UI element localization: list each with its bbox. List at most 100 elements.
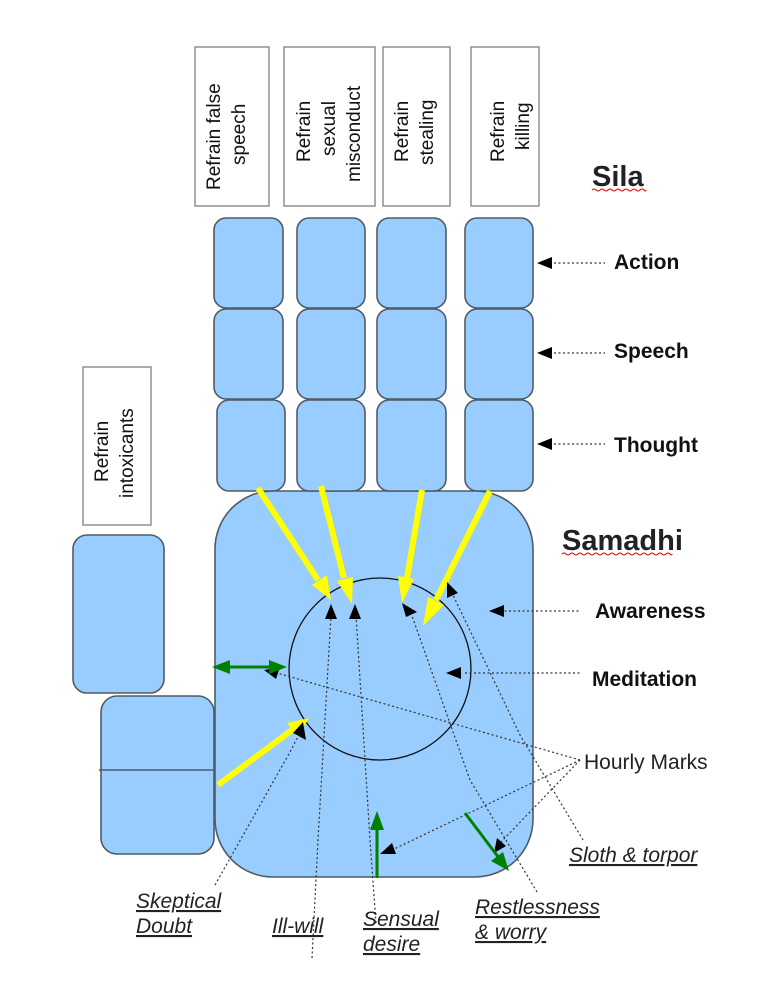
thumb-segment (72, 534, 165, 694)
arrowhead (537, 257, 552, 269)
arrowhead (269, 660, 287, 674)
svg-text:Refrain: Refrain (294, 101, 315, 162)
hindrance-line: Sloth & torpor (569, 844, 698, 867)
svg-text:Skeptical: Skeptical (136, 890, 223, 913)
finger-segment (464, 399, 534, 492)
arrowhead (537, 347, 552, 359)
finger-segment (296, 308, 366, 400)
awareness-label: Awareness (595, 600, 706, 623)
row-label-action: Action (537, 251, 679, 274)
finger-segment (296, 217, 366, 309)
svg-text:killing: killing (513, 102, 534, 150)
thumb (72, 534, 215, 855)
svg-text:speech: speech (229, 104, 250, 165)
hindrance-ill-will: Ill-will (272, 915, 325, 938)
finger-segment (376, 399, 447, 492)
arrowhead (537, 438, 552, 450)
precept-box-intoxicants: Refrain intoxicants (82, 366, 152, 526)
speech-label: Speech (614, 340, 689, 363)
finger-segment (213, 308, 284, 400)
finger-segment (464, 308, 534, 400)
action-label: Action (614, 251, 679, 274)
precept-line: Refrain (392, 101, 413, 162)
precept-line: Refrain (92, 421, 113, 482)
svg-text:Refrain false: Refrain false (204, 83, 225, 190)
svg-text:Refrain: Refrain (392, 101, 413, 162)
hindrance-sensual-desire: Sensual desire (363, 908, 440, 956)
thumb-segment (100, 695, 215, 855)
precept-box-sexual-misconduct: Refrain sexual misconduct (283, 46, 376, 207)
arrowhead (312, 575, 331, 600)
finger-segment (213, 217, 284, 309)
hindrance-restlessness-worry: Restlessness & worry (475, 896, 600, 944)
row-label-thought: Thought (537, 434, 698, 457)
svg-text:sexual: sexual (319, 101, 340, 156)
hindrance-line: Ill-will (272, 915, 325, 938)
hindrance-line: desire (363, 933, 420, 956)
svg-text:Ill-will: Ill-will (272, 915, 325, 938)
palm-label-meditation: Meditation (446, 667, 697, 691)
precept-box-stealing: Refrain stealing (382, 46, 451, 207)
fingers (213, 217, 534, 492)
arrowhead (489, 605, 504, 617)
hindrance-skeptical-doubt: Skeptical Doubt (136, 890, 223, 938)
arrowhead (337, 577, 353, 604)
sila-heading: Sila (592, 161, 644, 193)
arrowhead (491, 852, 509, 871)
precept-line: sexual (319, 101, 340, 156)
arrowhead (349, 604, 361, 619)
precept-line: intoxicants (117, 408, 138, 498)
meditation-label: Meditation (592, 668, 697, 691)
precept-box-killing: Refrain killing (470, 46, 540, 207)
precept-line: misconduct (344, 85, 365, 182)
hindrance-sloth-torpor: Sloth & torpor (569, 844, 698, 867)
meditation-circle (288, 577, 472, 761)
hourly-marks-label: Hourly Marks (584, 751, 708, 774)
svg-text:Refrain: Refrain (488, 101, 509, 162)
hindrance-line: Skeptical (136, 890, 223, 913)
finger-segment (376, 308, 447, 400)
palm (214, 490, 534, 878)
svg-text:Sloth & torpor: Sloth & torpor (569, 844, 698, 867)
arrowhead (370, 811, 384, 830)
arrowhead (402, 603, 417, 617)
svg-text:Doubt: Doubt (136, 915, 193, 938)
precept-line: Refrain (294, 101, 315, 162)
svg-text:stealing: stealing (417, 100, 438, 166)
finger-segment (296, 399, 366, 492)
svg-text:intoxicants: intoxicants (117, 408, 138, 498)
arrowhead (494, 838, 506, 853)
precept-arrows (216, 485, 493, 788)
hindrance-line: Restlessness (475, 896, 600, 919)
finger-segment (464, 217, 534, 309)
precept-line: Refrain (488, 101, 509, 162)
svg-text:& worry: & worry (475, 921, 548, 944)
hourly-mark-arrows (212, 660, 509, 878)
svg-text:Refrain: Refrain (92, 421, 113, 482)
finger-segment (216, 399, 286, 492)
precept-line: speech (229, 104, 250, 165)
svg-text:Sensual: Sensual (363, 908, 440, 931)
svg-text:misconduct: misconduct (344, 85, 365, 182)
finger-segment (376, 217, 447, 309)
svg-text:desire: desire (363, 933, 420, 956)
arrowhead (212, 660, 230, 674)
arrowhead (398, 576, 414, 603)
hindrance-line: Doubt (136, 915, 193, 938)
hourly-marks-lines (264, 667, 581, 854)
arrowhead (293, 722, 306, 740)
row-label-speech: Speech (537, 340, 689, 363)
hindrance-lines (214, 582, 584, 959)
precept-line: killing (513, 102, 534, 150)
spellcheck-underline (591, 188, 647, 192)
precept-line: stealing (417, 100, 438, 166)
samadhi-heading: Samadhi (562, 525, 683, 557)
palm-label-awareness: Awareness (489, 600, 706, 623)
svg-text:Restlessness: Restlessness (475, 896, 600, 919)
arrowhead (380, 843, 396, 854)
precept-box-false-speech: Refrain false speech (194, 46, 270, 207)
hindrance-line: & worry (475, 921, 548, 944)
arrowhead (325, 604, 337, 619)
arrowhead (446, 667, 461, 679)
